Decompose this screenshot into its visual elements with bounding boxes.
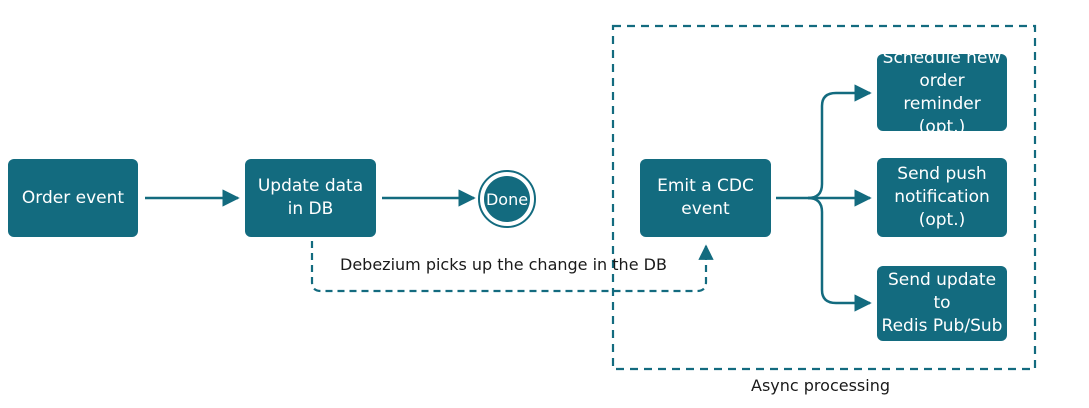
node-order-event: Order event — [8, 159, 138, 237]
label-debezium: Debezium picks up the change in the DB — [340, 255, 667, 274]
node-push-notification: Send push notification (opt.) — [877, 158, 1007, 237]
arrow-branch-to-redis — [807, 196, 872, 312]
async-group-border — [611, 24, 1037, 371]
node-update-data: Update data in DB — [245, 159, 376, 237]
node-emit-cdc: Emit a CDC event — [640, 159, 771, 237]
node-done: Done — [478, 170, 536, 228]
node-done-label: Done — [484, 176, 530, 222]
arrow-debezium-path — [310, 241, 714, 293]
node-redis-update: Send update to Redis Pub/Sub — [877, 266, 1007, 341]
arrow-branch-to-reminder — [807, 84, 872, 200]
node-schedule-reminder: Schedule new order reminder (opt.) — [877, 48, 1007, 137]
label-async-processing: Async processing — [751, 376, 890, 395]
